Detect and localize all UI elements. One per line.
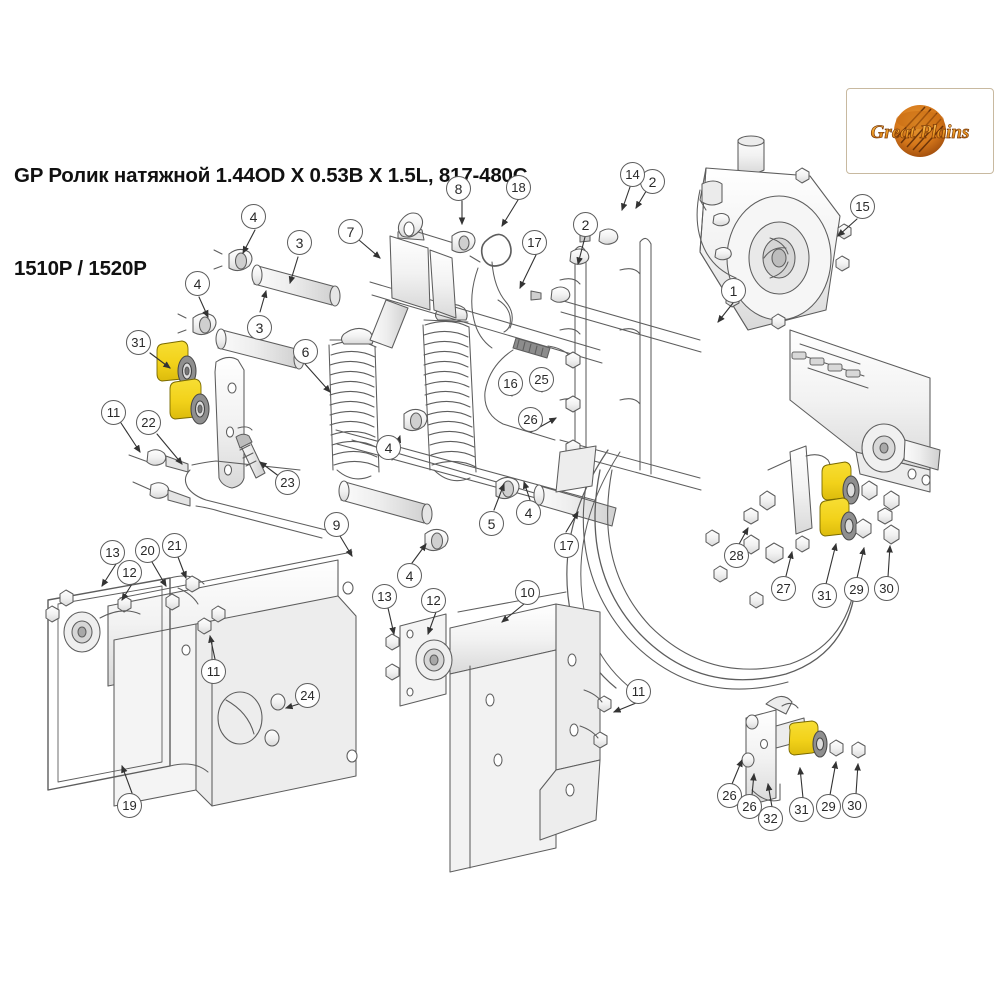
callout-bubble-26[interactable]: 26 bbox=[518, 407, 543, 432]
callout-bubble-15[interactable]: 15 bbox=[850, 194, 875, 219]
callout-bubble-23[interactable]: 23 bbox=[275, 470, 300, 495]
highlighted-roller-left-upper bbox=[156, 340, 197, 387]
callout-bubble-31[interactable]: 31 bbox=[126, 330, 151, 355]
callout-bubble-30[interactable]: 30 bbox=[842, 793, 867, 818]
left-arm-plate bbox=[214, 356, 253, 489]
bottom-left-bracket bbox=[45, 551, 358, 807]
callout-bubble-13[interactable]: 13 bbox=[100, 540, 125, 565]
callout-bubble-29[interactable]: 29 bbox=[816, 794, 841, 819]
highlighted-roller-right-lower bbox=[819, 497, 858, 541]
bolt-23 bbox=[235, 433, 266, 479]
callout-bubble-12[interactable]: 12 bbox=[117, 560, 142, 585]
highlighted-roller-right-upper bbox=[821, 461, 860, 505]
callout-bubble-13[interactable]: 13 bbox=[372, 584, 397, 609]
callout-bubble-3[interactable]: 3 bbox=[247, 315, 272, 340]
page-title: GP Ролик натяжной 1.44OD X 0.53B X 1.5L,… bbox=[14, 98, 528, 346]
callout-bubble-6[interactable]: 6 bbox=[293, 339, 318, 364]
callout-bubble-32[interactable]: 32 bbox=[758, 806, 783, 831]
spring-assembly-right bbox=[422, 303, 477, 482]
callout-bubble-4[interactable]: 4 bbox=[376, 435, 401, 460]
callout-bubble-1[interactable]: 1 bbox=[721, 278, 746, 303]
right-vertical-rails bbox=[530, 228, 893, 525]
callout-bubble-22[interactable]: 22 bbox=[136, 410, 161, 435]
callout-bubble-4[interactable]: 4 bbox=[516, 500, 541, 525]
callout-bubble-17[interactable]: 17 bbox=[522, 230, 547, 255]
disc-wheel-assembly bbox=[555, 445, 857, 690]
bottom-center-bracket bbox=[385, 591, 612, 873]
spring-assembly-left bbox=[328, 327, 380, 480]
callout-bubble-30[interactable]: 30 bbox=[874, 576, 899, 601]
mid-right-hardware bbox=[855, 480, 900, 545]
svg-text:Great Plains: Great Plains bbox=[871, 122, 970, 143]
callout-bubble-16[interactable]: 16 bbox=[498, 371, 523, 396]
callout-bubble-5[interactable]: 5 bbox=[479, 511, 504, 536]
lever-hook-assembly bbox=[397, 212, 571, 441]
callout-bubble-29[interactable]: 29 bbox=[844, 577, 869, 602]
callout-bubble-24[interactable]: 24 bbox=[295, 683, 320, 708]
callout-bubble-31[interactable]: 31 bbox=[789, 797, 814, 822]
callout-bubble-7[interactable]: 7 bbox=[338, 219, 363, 244]
callout-bubble-26[interactable]: 26 bbox=[737, 794, 762, 819]
callout-bubble-20[interactable]: 20 bbox=[135, 538, 160, 563]
callout-bubble-25[interactable]: 25 bbox=[529, 367, 554, 392]
callout-bubble-31[interactable]: 31 bbox=[812, 583, 837, 608]
page-title-line-2: 1510P / 1520P bbox=[14, 257, 147, 280]
callout-bubble-17[interactable]: 17 bbox=[554, 533, 579, 558]
callout-bubble-4[interactable]: 4 bbox=[397, 563, 422, 588]
callout-bubble-21[interactable]: 21 bbox=[162, 533, 187, 558]
highlighted-roller-left-lower bbox=[169, 378, 210, 425]
page-title-line-1: GP Ролик натяжной 1.44OD X 0.53B X 1.5L,… bbox=[14, 164, 528, 187]
callout-bubble-2[interactable]: 2 bbox=[573, 212, 598, 237]
callout-bubble-4[interactable]: 4 bbox=[241, 204, 266, 229]
callout-bubble-18[interactable]: 18 bbox=[506, 175, 531, 200]
callout-bubble-28[interactable]: 28 bbox=[724, 543, 749, 568]
callout-bubble-26[interactable]: 26 bbox=[717, 783, 742, 808]
callout-bubble-14[interactable]: 14 bbox=[620, 162, 645, 187]
callout-bubble-11[interactable]: 11 bbox=[201, 659, 226, 684]
brand-logo: Great Plains bbox=[846, 88, 994, 174]
callout-bubble-4[interactable]: 4 bbox=[185, 271, 210, 296]
callout-bubble-11[interactable]: 11 bbox=[101, 400, 126, 425]
left-linkage-rods bbox=[128, 449, 327, 539]
bottom-right-detail bbox=[741, 695, 866, 807]
callout-bubble-27[interactable]: 27 bbox=[771, 576, 796, 601]
callout-bubble-9[interactable]: 9 bbox=[324, 512, 349, 537]
callout-bubble-12[interactable]: 12 bbox=[421, 588, 446, 613]
right-main-body bbox=[789, 329, 941, 493]
callout-bubble-10[interactable]: 10 bbox=[515, 580, 540, 605]
callout-bubble-11[interactable]: 11 bbox=[626, 679, 651, 704]
callout-bubble-3[interactable]: 3 bbox=[287, 230, 312, 255]
blower-fan-assembly bbox=[696, 135, 852, 331]
callout-bubble-8[interactable]: 8 bbox=[446, 176, 471, 201]
great-plains-logo-icon: Great Plains bbox=[870, 105, 970, 157]
lower-center-rods bbox=[338, 408, 617, 552]
callout-bubble-19[interactable]: 19 bbox=[117, 793, 142, 818]
